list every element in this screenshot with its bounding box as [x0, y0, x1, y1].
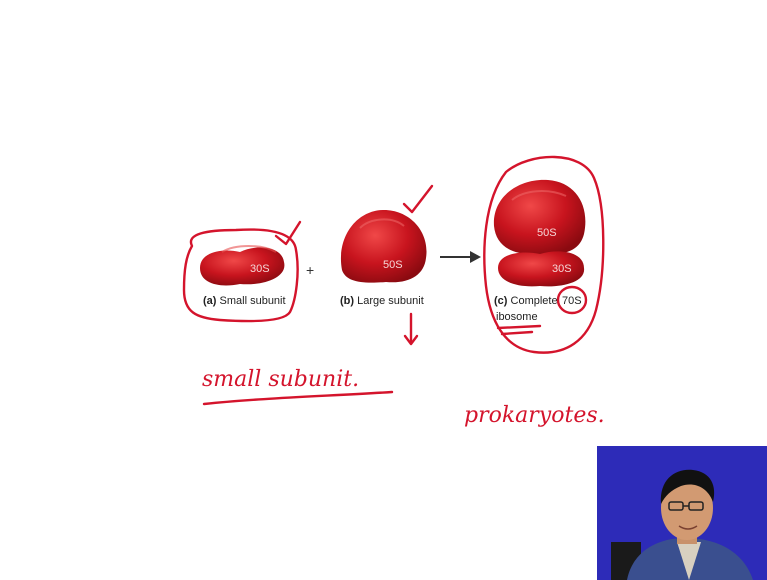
small-subunit-badge: 30S [250, 263, 270, 275]
complete-large-badge: 50S [537, 227, 557, 239]
note-small-subunit: small subunit. [202, 367, 359, 392]
note-underline [204, 392, 392, 404]
large-subunit-figure: 50S [341, 210, 427, 283]
webcam-feed [597, 446, 767, 580]
plus-sign: + [306, 262, 314, 278]
right-arrow-icon [440, 251, 481, 263]
complete-ribosome-caption: (c) Complete [494, 295, 558, 307]
complete-ribosome-caption-line2: ibosome [496, 311, 538, 323]
down-arrow-icon [405, 314, 417, 344]
complete-caption-badge: 70S [562, 295, 582, 307]
presenter-image [597, 446, 767, 580]
check-mark-icon [404, 186, 432, 212]
note-prokaryotes: prokaryotes. [464, 403, 605, 428]
small-subunit-caption: (a) Small subunit [203, 295, 286, 307]
large-subunit-caption: (b) Large subunit [340, 295, 424, 307]
small-subunit-figure: 30S [200, 246, 284, 285]
ribosome-underline-2 [502, 332, 532, 334]
ribosome-underline [498, 326, 540, 328]
complete-small-badge: 30S [552, 263, 572, 275]
large-subunit-badge: 50S [383, 259, 403, 271]
complete-ribosome-figure: 50S 30S [494, 180, 585, 287]
